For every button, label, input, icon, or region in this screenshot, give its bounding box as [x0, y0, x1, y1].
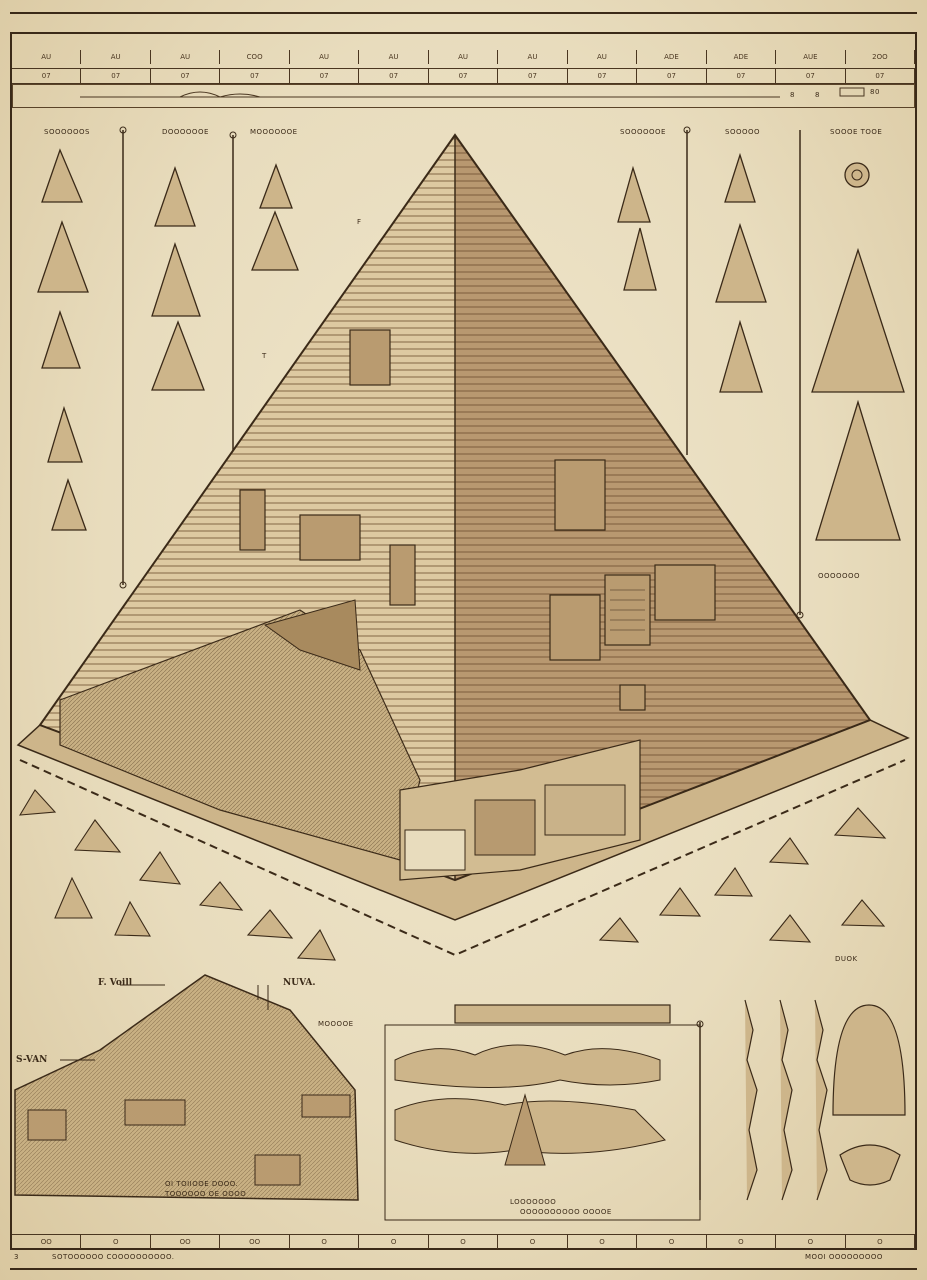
top-border-inner	[10, 32, 917, 34]
ruler-cell: 07	[776, 69, 846, 83]
mountain-caption: OI TOIIOOE DOOO.	[165, 1180, 239, 1188]
ruler-cell: ADE	[637, 50, 707, 64]
ruler-cell: 07	[12, 69, 82, 83]
ruler-cell: O	[707, 1235, 777, 1249]
ruler-cell: 07	[498, 69, 568, 83]
ruler-cell: AU	[359, 50, 429, 64]
ruler-cell: O	[846, 1235, 916, 1249]
mountain-label-right: MOOOOE	[318, 1020, 354, 1028]
ruler-cell: OO	[12, 1235, 82, 1249]
right-col1-heading: SOOOOOOE	[620, 128, 666, 136]
scale-mark: 8	[790, 91, 795, 99]
ruler-cell: O	[81, 1235, 151, 1249]
bottom-border-outer	[10, 1268, 917, 1270]
scale-mark: 80	[870, 88, 880, 96]
ruler-cell: OO	[151, 1235, 221, 1249]
ruler-cell: 07	[707, 69, 777, 83]
ruler-cell: O	[429, 1235, 499, 1249]
ruler-cell: 07	[429, 69, 499, 83]
left-col2-heading: DOOOOOOE	[162, 128, 209, 136]
ruler-cell: OO	[220, 1235, 290, 1249]
top-border	[10, 12, 917, 14]
center-caption: OOOOOOOOOO OOOOE	[520, 1208, 612, 1216]
ruler-cell: O	[359, 1235, 429, 1249]
top-ruler-row2: 07 07 07 07 07 07 07 07 07 07 07 07 07	[12, 68, 916, 84]
ruler-cell: O	[290, 1235, 360, 1249]
ruler-cell: O	[637, 1235, 707, 1249]
ruler-cell: COO	[220, 50, 290, 64]
bottom-left-title: SOTOOOOOO COOOOOOOOOO.	[52, 1253, 175, 1261]
ruler-cell: 07	[81, 69, 151, 83]
left-border	[10, 32, 12, 1250]
ruler-cell: O	[776, 1235, 846, 1249]
right-bottom-caption: DUOK	[835, 955, 858, 963]
right-border	[915, 32, 917, 1250]
pyramid-label-t: T	[262, 352, 267, 360]
top-ruler-row1: AU AU AU COO AU AU AU AU AU ADE ADE AUE …	[12, 50, 916, 64]
ruler-cell: AU	[81, 50, 151, 64]
left-col1-heading: SOOOOOOS	[44, 128, 90, 136]
ruler-cell: 07	[568, 69, 638, 83]
ruler-cell: 07	[151, 69, 221, 83]
right-caption: OOOOOOO	[818, 572, 861, 580]
bottom-left-number: 3	[14, 1253, 19, 1261]
ruler-cell: O	[498, 1235, 568, 1249]
bottom-border	[10, 1248, 917, 1250]
pyramid-label-f: F	[357, 218, 362, 226]
mountain-label-side: S-VAN	[16, 1055, 48, 1065]
center-caption: LOOOOOOO	[510, 1198, 557, 1206]
mountain-label-top: NUVA.	[283, 978, 316, 988]
left-col3-heading: MOOOOOOE	[250, 128, 298, 136]
ruler-cell: 2OO	[846, 50, 916, 64]
scale-mark: 8	[815, 91, 820, 99]
scale-bar-box	[12, 84, 915, 108]
ruler-cell: AU	[429, 50, 499, 64]
ruler-cell: O	[568, 1235, 638, 1249]
ruler-cell: 07	[220, 69, 290, 83]
ruler-cell: 07	[637, 69, 707, 83]
ruler-cell: AU	[151, 50, 221, 64]
ruler-cell: AUE	[776, 50, 846, 64]
ruler-cell: AU	[290, 50, 360, 64]
ruler-cell: AU	[12, 50, 82, 64]
bottom-ruler: OO O OO OO O O O O O O O O O	[12, 1234, 916, 1249]
mountain-caption: TOOOOOO OE OOOO	[165, 1190, 247, 1198]
right-col3-heading: SOOOE TOOE	[830, 128, 883, 136]
ruler-cell: 07	[846, 69, 916, 83]
ruler-cell: ADE	[707, 50, 777, 64]
right-col2-heading: SOOOOO	[725, 128, 760, 136]
ruler-cell: 07	[290, 69, 360, 83]
mountain-label-left: F. Voill	[98, 978, 133, 988]
bottom-right-title: MOOI OOOOOOOOO	[805, 1253, 883, 1261]
ruler-cell: 07	[359, 69, 429, 83]
ruler-cell: AU	[498, 50, 568, 64]
ruler-cell: AU	[568, 50, 638, 64]
